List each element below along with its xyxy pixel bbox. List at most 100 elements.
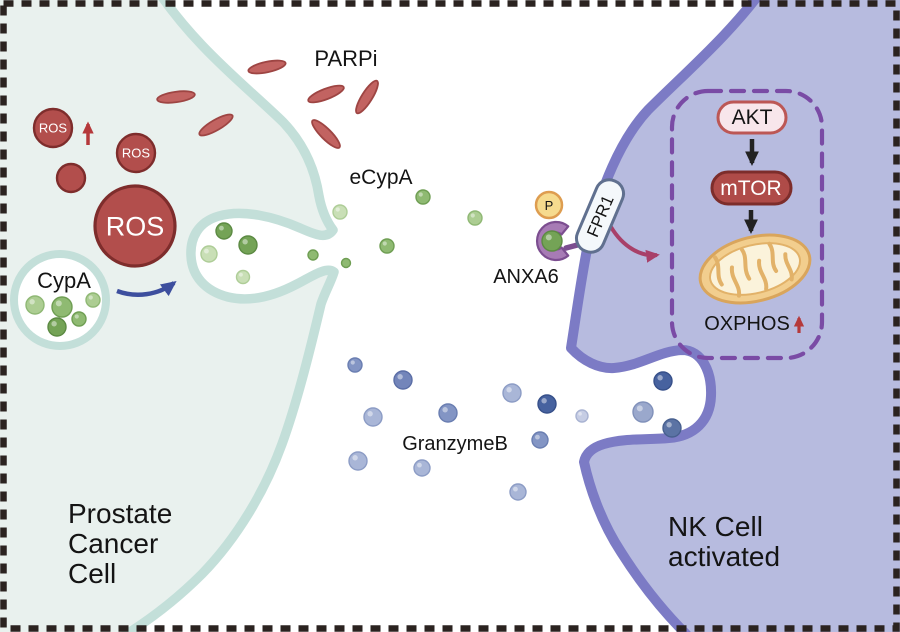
parpi-rod [156,90,196,104]
granzymeb-dot [509,483,527,501]
ecypa-dot [379,238,395,254]
cypa-dot [200,245,218,263]
mitochondria-cristae [712,241,794,298]
prostate-label-line1: Prostate [68,498,172,529]
granzymeb-dot-highlight [442,407,448,413]
parpi-rods [156,59,379,149]
granzymeb-dot-highlight [535,434,540,440]
cypa-dot-highlight [29,299,35,305]
granzymeb-dot-highlight [352,455,358,461]
cypa-dot-highlight [238,272,243,277]
granzymeb-dot-highlight [397,374,403,380]
ros-label: ROS [122,146,151,161]
granzymeb-dot-highlight [506,387,512,393]
granzymeb-dot-highlight [636,405,643,412]
ecypa-dot [340,257,352,269]
granzymeb-dot [531,431,549,449]
ecypa-dot [307,249,319,261]
ecypa-dot-highlight [335,207,340,212]
ros-circle [32,107,74,149]
cypa-dot [47,317,67,337]
granzymeb-dot-highlight [578,412,582,416]
cypa-dot [238,235,258,255]
granzymeb-dot [632,401,654,423]
nk-pocket-dots [632,371,682,438]
signaling-compartment-box [669,88,825,361]
prostate-label-line3: Cell [68,558,116,589]
ecypa-dot-highlight [418,192,423,197]
granzymeb-dot-highlight [541,398,547,404]
granzymeb-dot [347,357,363,373]
ecypa-label: eCypA [349,166,412,189]
phosphate-label: P [545,198,554,213]
ros-label: ROS [39,121,68,136]
nk-cell-body [566,0,900,632]
ecypa-dot-highlight [382,241,387,246]
granzymeb-dot [653,371,673,391]
cypa-dot [25,295,45,315]
parpi-rod [247,59,287,75]
ecypa-bound-dot-highlight [545,234,552,241]
ros-label: ROS [106,211,165,241]
parpi-rod [311,119,341,149]
cypa-dot-highlight [51,321,57,327]
ros-circle [93,184,177,268]
anxa6-bound-dot [541,230,563,252]
granzymeb-dot [662,418,682,438]
nk-cell-label: NK Cell activated [668,511,780,572]
cypa-label: CypA [37,268,91,293]
nk-label-line1: NK Cell [668,511,763,542]
cypa-dot-highlight [219,225,224,231]
prostate-cell-body [0,0,339,632]
granzymeb-dot [393,370,413,390]
cypa-dot [235,269,251,285]
granzymeb-dot-highlight [513,486,518,492]
parpi-label: PARPi [314,46,377,71]
phosphate-circle [534,190,564,220]
granzymeb-dot [537,394,557,414]
ecypa-bound-dot [541,230,563,252]
akt-label: AKT [732,106,773,129]
granzymeb-dot-highlight [350,360,355,365]
mtor-label: mTOR [720,177,781,200]
cypa-dot [71,311,87,327]
cypa-dot [85,292,101,308]
granzymeb-dot [348,451,368,471]
granzymeb-dot-highlight [657,375,663,381]
prostate-label-line2: Cancer [68,528,158,559]
ecypa-dot [332,204,348,220]
mitochondria-icon [698,233,812,305]
fpr1-receptor: FPR1 [574,178,626,254]
ecypa-dot [467,210,483,226]
ecypa-dot [415,189,431,205]
granzymeb-dot [363,407,383,427]
exocytosis-pocket-dots [200,222,258,285]
parpi-rod [307,84,345,104]
ecypa-dots [307,189,483,269]
prostate-cell-label: Prostate Cancer Cell [68,498,172,589]
granzymeb-dot-highlight [417,462,422,468]
granzymeb-label: GranzymeB [402,433,508,455]
granzymeb-dot-highlight [666,422,672,428]
cypa-dot [215,222,233,240]
secretion-arrow [116,281,177,297]
granzymeb-dot [502,383,522,403]
oxphos-label: OXPHOS [704,313,790,335]
fpr1-signal-arrow [609,225,660,263]
mtor-node [710,170,793,206]
ros-circle [115,132,157,174]
cypa-dot-highlight [74,314,79,319]
anxa6-label: ANXA6 [493,266,559,288]
cypa-dot [51,296,73,318]
parpi-rod [198,113,234,137]
cypa-vesicle-dots [25,292,101,337]
granzymeb-dot [413,459,431,477]
cypa-dot-highlight [55,300,62,307]
cypa-dot-highlight [204,248,209,254]
granzymeb-dot [438,403,458,423]
cypa-dot-highlight [242,239,248,245]
ros-circle [55,162,87,194]
